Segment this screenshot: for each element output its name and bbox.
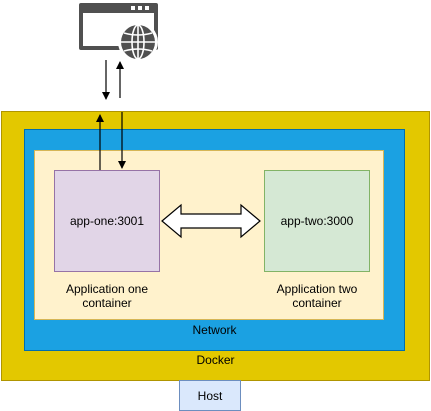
- app-one-label: app-one:3001: [69, 214, 145, 228]
- app-one-caption: Application one container: [65, 282, 149, 310]
- app-two-caption: Application two container: [276, 282, 358, 310]
- host-label: Host: [197, 388, 223, 403]
- app-two-label: app-two:3000: [280, 214, 354, 228]
- app-one-box[interactable]: app-one:3001: [54, 170, 160, 272]
- network-label: Network: [192, 323, 237, 337]
- app-two-box[interactable]: app-two:3000: [264, 170, 370, 272]
- browser-globe-icon[interactable]: [79, 3, 158, 62]
- docker-label: Docker: [196, 353, 235, 367]
- bidirectional-arrow: [161, 203, 261, 239]
